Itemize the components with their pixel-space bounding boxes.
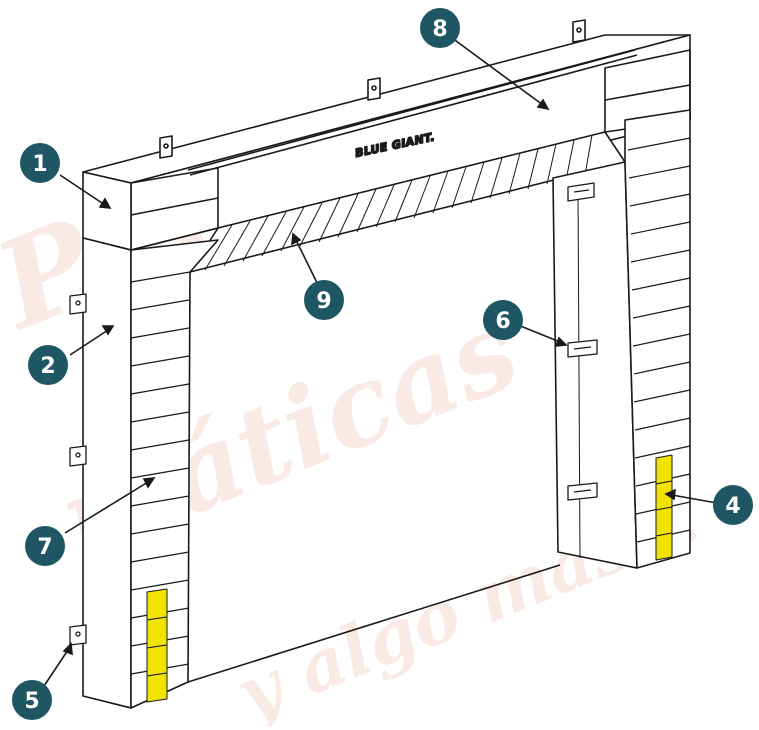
right-pad-stripes xyxy=(627,137,691,543)
callout-5-badge xyxy=(12,680,52,720)
left-pad-side-face xyxy=(82,237,132,709)
top-curtain-pleats xyxy=(204,134,593,271)
callout-6-badge xyxy=(483,300,523,340)
callout-8-badge xyxy=(420,8,460,48)
side-mounting-brackets xyxy=(69,293,87,646)
callout-6-number: 6 xyxy=(495,309,510,334)
right-pad-front-face xyxy=(624,109,691,569)
callout-8: 8 xyxy=(420,8,460,48)
right-side-curtain xyxy=(552,161,638,569)
callout-7-badge xyxy=(25,526,65,566)
callout-2: 2 xyxy=(28,345,68,385)
callout-7: 7 xyxy=(25,526,65,566)
callout-1-number: 1 xyxy=(32,152,47,177)
top-mounting-brackets xyxy=(159,19,586,159)
callout-7-number: 7 xyxy=(37,535,52,560)
callout-2-badge xyxy=(28,345,68,385)
callout-5: 5 xyxy=(12,680,52,720)
callout-2-number: 2 xyxy=(40,354,55,379)
callout-9: 9 xyxy=(304,280,344,320)
curtain-straps xyxy=(567,182,598,501)
header-left-end xyxy=(82,171,132,251)
left-pad-stripes xyxy=(130,271,191,675)
callout-9-badge xyxy=(304,280,344,320)
right-wear-pad xyxy=(655,454,673,561)
callout-4-number: 4 xyxy=(725,494,740,519)
callout-9-number: 9 xyxy=(316,289,331,314)
callout-6: 6 xyxy=(483,300,523,340)
callout-4-badge xyxy=(713,485,753,525)
callout-4: 4 xyxy=(713,485,753,525)
callout-5-number: 5 xyxy=(24,689,39,714)
callout-1-badge xyxy=(20,143,60,183)
shelter-drawing: BLUE GIANT. xyxy=(69,19,691,709)
left-wear-pad xyxy=(146,588,168,703)
callout-1: 1 xyxy=(20,143,60,183)
callout-8-number: 8 xyxy=(432,17,447,42)
